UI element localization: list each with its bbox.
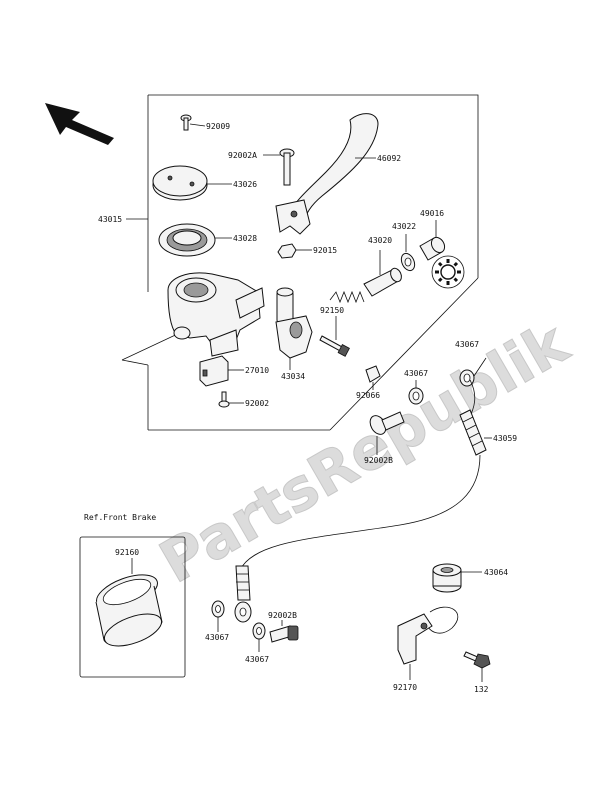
label-43015: 43015 <box>98 215 122 224</box>
part-43034: 43034 <box>275 287 313 381</box>
part-43067-lower-left: 43067 <box>205 600 229 642</box>
lower-hose-fitting <box>234 565 252 623</box>
part-43028: 43028 <box>158 223 257 257</box>
label-43059: 43059 <box>493 434 517 443</box>
part-92002B-bottom: 92002B <box>268 611 299 643</box>
part-49016: 49016 <box>419 209 446 261</box>
part-43067-middle: 43067 <box>404 369 428 405</box>
part-43064: 43064 <box>432 563 508 593</box>
label-92170: 92170 <box>393 683 417 692</box>
part-92002B-top: 92002B <box>364 411 405 465</box>
part-43067-lower-middle: 43067 <box>245 622 269 664</box>
label-92002B-bottom: 92002B <box>268 611 297 620</box>
part-92150: 92150 <box>319 306 350 357</box>
part-43059: 43059 <box>239 379 517 571</box>
assembly-frame <box>121 94 479 431</box>
part-92170: 92170 <box>393 606 459 692</box>
part-92002A: 92002A <box>228 148 295 186</box>
part-132: 132 <box>463 651 491 694</box>
label-43067-d: 43067 <box>245 655 269 664</box>
part-43022: 43022 <box>392 222 416 272</box>
part-92009: 92009 <box>180 114 230 131</box>
part-92160: 92160 <box>79 536 186 678</box>
label-46092: 46092 <box>377 154 401 163</box>
label-43067-c: 43067 <box>205 633 229 642</box>
label-27010: 27010 <box>245 366 269 375</box>
label-43067-a: 43067 <box>455 340 479 349</box>
part-46092: 46092 <box>275 113 401 235</box>
label-92002B-top: 92002B <box>364 456 393 465</box>
part-27010: 27010 <box>199 355 269 387</box>
gear-icon <box>431 255 465 289</box>
label-43067-b: 43067 <box>404 369 428 378</box>
label-92066: 92066 <box>356 391 380 400</box>
label-92150: 92150 <box>320 306 344 315</box>
label-92160: 92160 <box>115 548 139 557</box>
label-43028: 43028 <box>233 234 257 243</box>
label-43026: 43026 <box>233 180 257 189</box>
part-92066: 92066 <box>356 365 381 400</box>
label-92009: 92009 <box>206 122 230 131</box>
master-cylinder-body <box>167 272 265 357</box>
part-43067-upper-right: 43067 <box>455 340 487 387</box>
part-43026: 43026 <box>152 165 257 201</box>
ref-note: Ref.Front Brake <box>84 513 156 522</box>
label-43020: 43020 <box>368 236 392 245</box>
label-43022: 43022 <box>392 222 416 231</box>
label-92002A: 92002A <box>228 151 257 160</box>
part-92002: 92002 <box>218 391 269 408</box>
label-49016: 49016 <box>420 209 444 218</box>
part-43020: 43020 <box>329 236 402 304</box>
label-43034: 43034 <box>281 372 305 381</box>
part-92015: 92015 <box>277 243 337 259</box>
label-92002: 92002 <box>245 399 269 408</box>
label-132: 132 <box>474 685 489 694</box>
direction-arrow-icon <box>45 103 114 145</box>
label-43064: 43064 <box>484 568 508 577</box>
label-92015: 92015 <box>313 246 337 255</box>
